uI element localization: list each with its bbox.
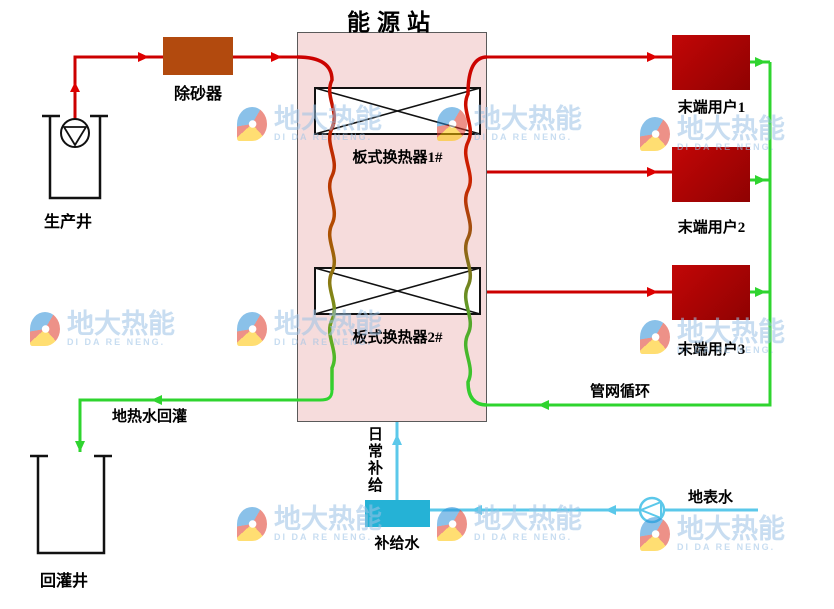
reinjection-line xyxy=(78,389,334,452)
station-title: 能源站 xyxy=(347,10,437,35)
hot-water-line-well-to-sand xyxy=(73,55,163,122)
return-main-line xyxy=(487,62,772,407)
reinjection-well-label: 回灌井 xyxy=(40,573,89,590)
reinjection-label: 地热水回灌 xyxy=(112,409,188,425)
production-well-icon xyxy=(42,114,108,200)
heat-exchanger-1-icon xyxy=(314,87,481,135)
supply-flow-arrows xyxy=(392,434,616,515)
sand-remover-label: 除砂器 xyxy=(173,86,222,103)
hx1-label: 板式换热器1# xyxy=(352,150,443,166)
geothermal-loop-line xyxy=(296,55,336,390)
daily-supply-label: 日常补给 xyxy=(366,426,382,494)
hot-flow-arrows xyxy=(70,52,658,297)
heat-exchanger-2-icon xyxy=(314,267,481,315)
sand-remover-box xyxy=(163,37,233,75)
surface-water-label: 地表水 xyxy=(688,490,734,506)
production-well-label: 生产井 xyxy=(44,214,93,231)
surface-water-pump-icon xyxy=(638,496,666,524)
end-user-3-label: 末端用户3 xyxy=(677,342,746,358)
end-user-1-box xyxy=(672,35,750,90)
supply-water-label: 补给水 xyxy=(374,536,420,552)
production-pump-icon xyxy=(60,118,90,148)
return-flow-arrows xyxy=(75,57,766,452)
end-user-2-box xyxy=(672,147,750,202)
supply-water-tank xyxy=(365,500,430,527)
network-loop-label: 管网循环 xyxy=(590,384,651,400)
end-user-1-label: 末端用户1 xyxy=(677,100,746,116)
hx2-label: 板式换热器2# xyxy=(352,330,443,346)
reinjection-well-icon xyxy=(30,454,112,555)
end-user-3-box xyxy=(672,265,750,320)
end-user-2-label: 末端用户2 xyxy=(677,220,746,236)
